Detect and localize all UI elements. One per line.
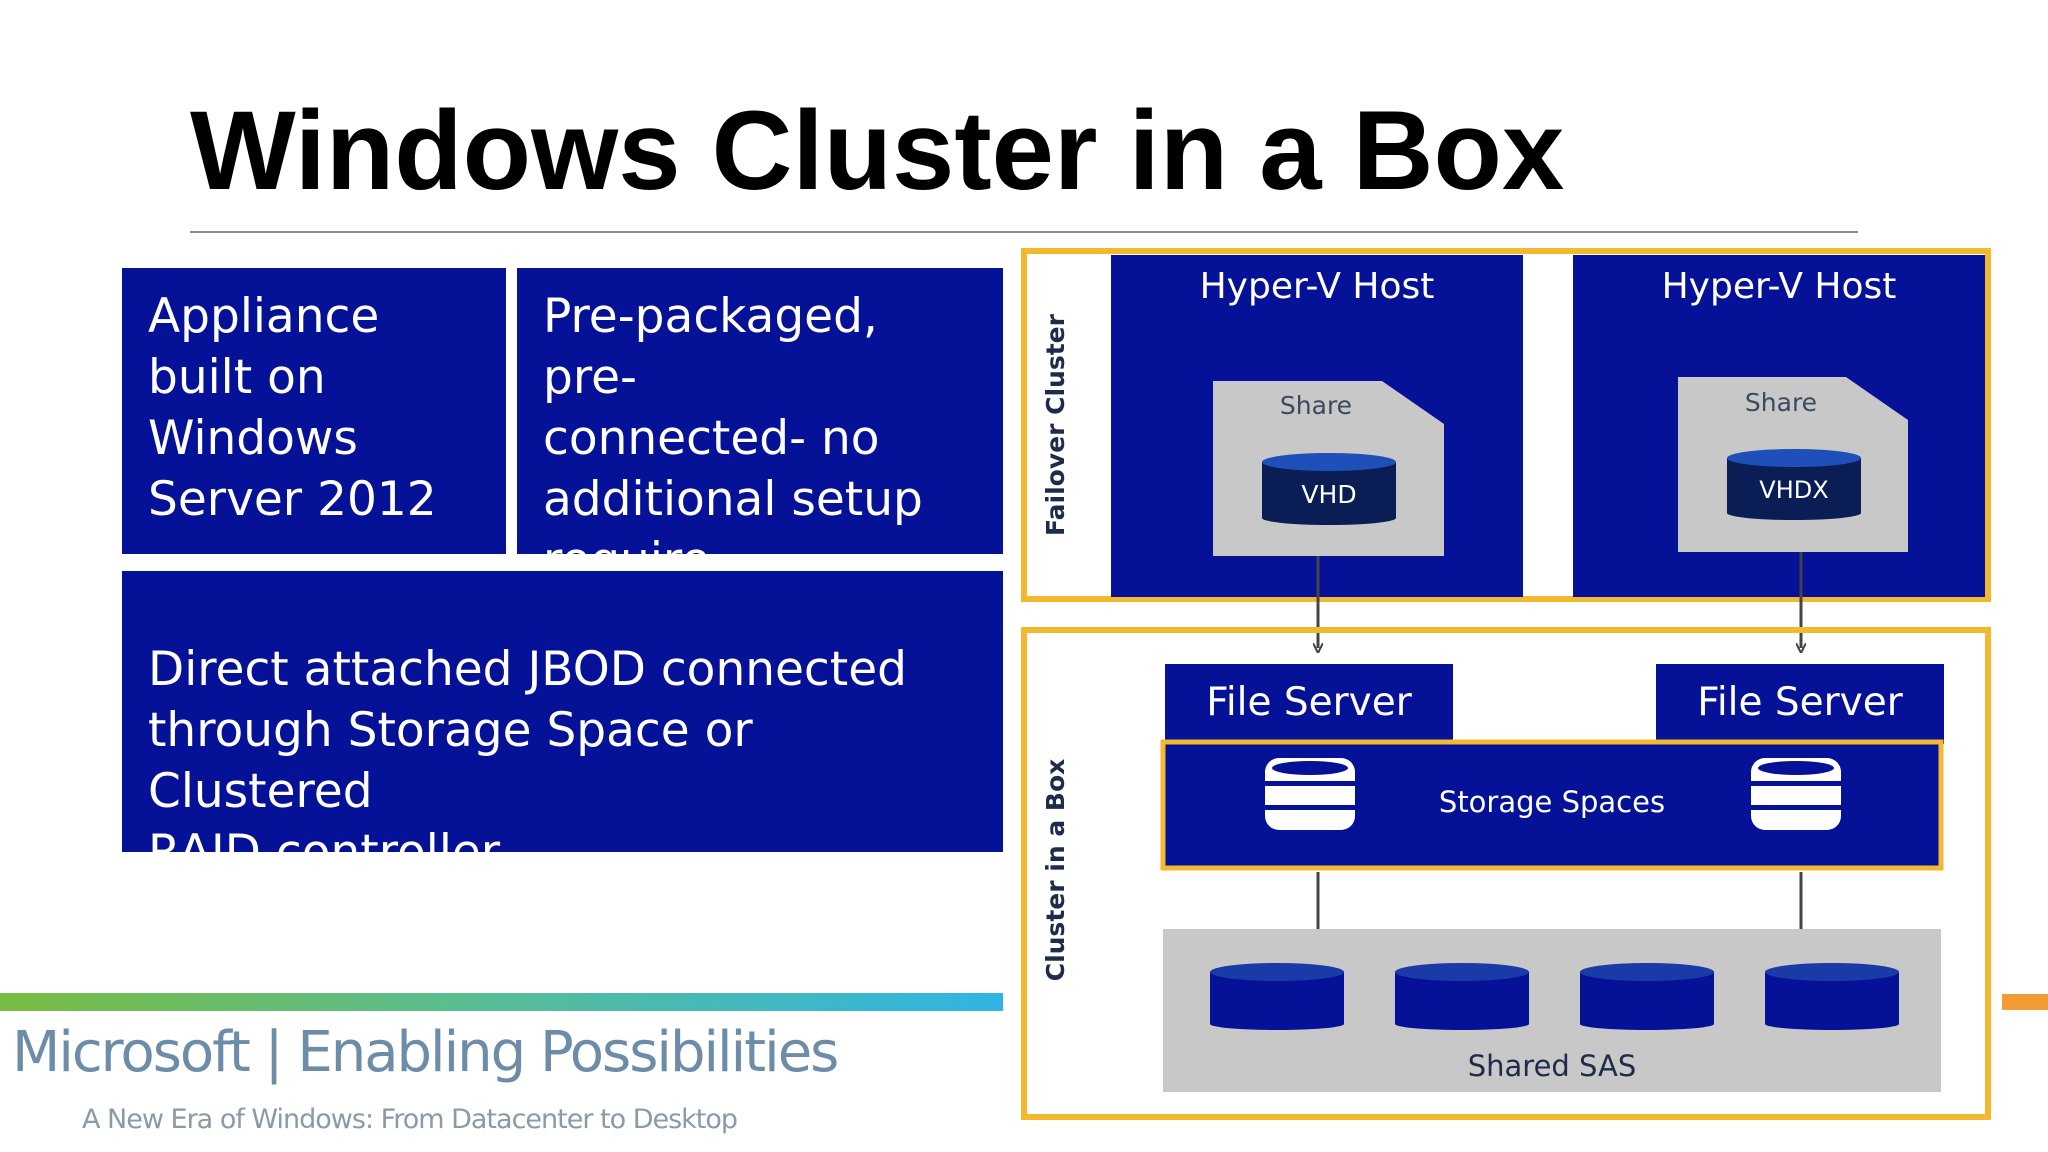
footer-tagline: A New Era of Windows: From Datacenter to… — [82, 1104, 738, 1135]
database-left-icon — [1265, 758, 1355, 830]
slide-title: Windows Cluster in a Box — [190, 88, 1565, 213]
file-server-right — [1656, 664, 1944, 744]
feature-line: RAID controller — [148, 825, 501, 880]
feature-box-appliance: Appliance built on Windows Server 2012 — [122, 268, 506, 554]
footer-gradient-bar — [0, 993, 1003, 1011]
disk-left-label: VHD — [1301, 480, 1356, 509]
file-server-left-label: File Server — [1206, 680, 1413, 725]
footer-brand: Microsoft | Enabling Possibilities — [12, 1020, 839, 1085]
hyperv-host-right-label: Hyper-V Host — [1662, 266, 1897, 307]
sas-disk-icon — [1210, 963, 1344, 1030]
share-right-label: Share — [1745, 388, 1817, 417]
storage-spaces-label: Storage Spaces — [1439, 785, 1665, 819]
failover-cluster-label: Failover Cluster — [1041, 313, 1070, 536]
footer-accent-bar — [2002, 994, 2048, 1010]
sas-disk-icon — [1765, 963, 1899, 1030]
disk-right-label: VHDX — [1759, 476, 1828, 504]
feature-line: Direct attached JBOD connected — [148, 642, 907, 697]
sas-disk-icon — [1395, 963, 1529, 1030]
feature-line: additional setup — [543, 472, 923, 527]
disk-left-top — [1262, 453, 1396, 471]
cluster-in-a-box-label: Cluster in a Box — [1041, 759, 1070, 982]
share-left-label: Share — [1280, 391, 1352, 420]
feature-line: Appliance — [148, 289, 380, 344]
disk-right-body — [1727, 458, 1861, 513]
feature-line: Server 2012 — [148, 472, 437, 527]
disk-left-bottom — [1262, 511, 1396, 525]
feature-box-prepackaged: Pre-packaged, pre- connected- no additio… — [517, 268, 1003, 588]
disk-right-bottom — [1727, 506, 1861, 520]
feature-line: through Storage Space or Clustered — [148, 703, 753, 819]
feature-line: Pre-packaged, pre- — [543, 289, 878, 405]
shared-sas-label: Shared SAS — [1468, 1049, 1637, 1083]
cluster-in-a-box-frame — [1021, 627, 1991, 1120]
feature-line: Windows — [148, 411, 358, 466]
feature-box-jbod: Direct attached JBOD connected through S… — [122, 571, 1003, 880]
feature-line: built on — [148, 350, 326, 405]
hyperv-host-left-label: Hyper-V Host — [1200, 266, 1435, 307]
title-divider — [190, 231, 1858, 233]
database-right-icon — [1751, 758, 1841, 830]
failover-cluster-frame — [1021, 248, 1991, 602]
feature-line: connected- no — [543, 411, 880, 466]
sas-disk-icon — [1580, 963, 1714, 1030]
disk-right-top — [1727, 449, 1861, 467]
disk-left-body — [1262, 462, 1396, 518]
file-server-right-label: File Server — [1697, 680, 1904, 725]
file-server-left — [1165, 664, 1453, 744]
